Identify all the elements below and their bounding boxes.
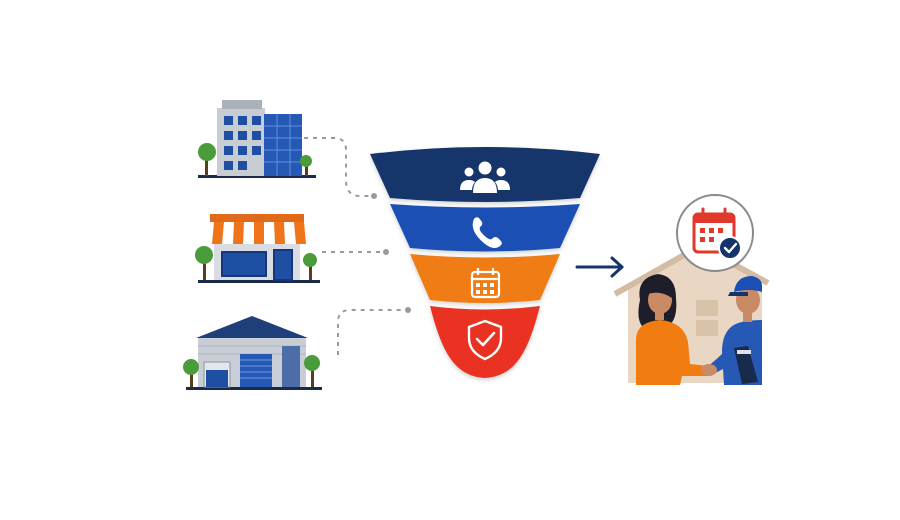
funnel-stage-2 — [390, 204, 580, 252]
connector-office — [304, 137, 372, 197]
retail-store-icon — [195, 214, 320, 283]
technician-figure — [708, 276, 762, 385]
connector-warehouse — [337, 309, 404, 355]
people-group-icon — [460, 161, 510, 193]
handshake-hands — [701, 364, 717, 376]
connector-dot — [371, 193, 377, 199]
handshake-illustration — [613, 243, 770, 385]
shield-check-icon — [467, 319, 503, 361]
connector-dot — [405, 307, 411, 313]
source-connectors — [304, 137, 404, 355]
warehouse-icon — [183, 316, 322, 390]
calendar-icon-days — [476, 283, 494, 294]
calendar-icon — [470, 268, 501, 299]
woman-figure — [636, 274, 708, 385]
calendar-check-badge-icon — [676, 194, 754, 272]
connector-dot — [383, 249, 389, 255]
arrow-right-icon — [575, 256, 624, 278]
phone-icon — [472, 217, 502, 248]
office-building-icon — [198, 100, 316, 178]
